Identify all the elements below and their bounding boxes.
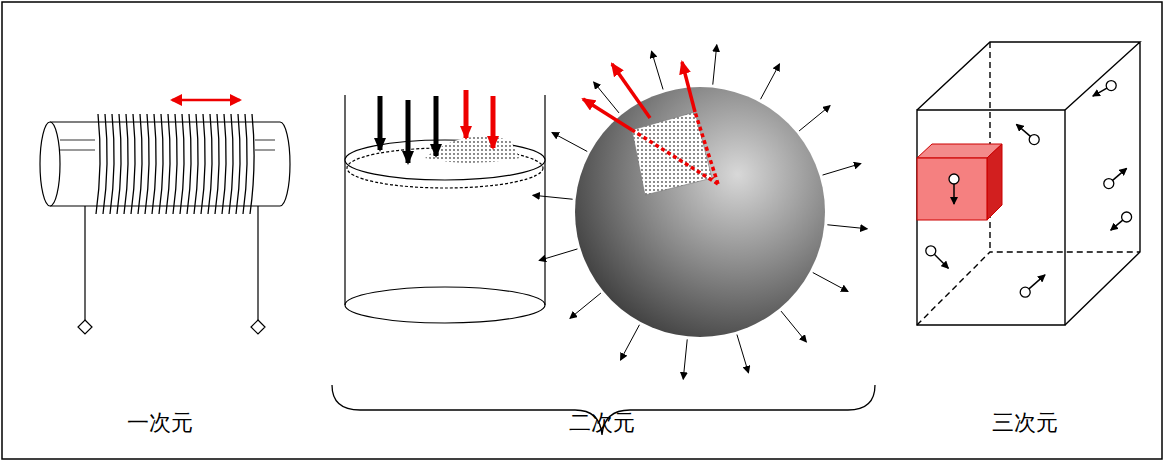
- surface-force-arrows: [583, 62, 718, 184]
- surface-patch: [632, 112, 712, 195]
- piston-cylinder: [345, 95, 545, 323]
- pressure-arrows: [380, 90, 493, 163]
- dimension-label: 一次元: [127, 408, 193, 438]
- dimension-label: 二次元: [569, 408, 635, 438]
- dimension-label: 三次元: [992, 408, 1058, 438]
- volume-element: [917, 144, 1002, 220]
- radial-arrows: [533, 45, 867, 379]
- gas-cube: [917, 42, 1140, 325]
- sphere: [575, 87, 825, 337]
- molecules: [926, 81, 1132, 298]
- solenoid: [40, 114, 290, 334]
- motion-arrow: [172, 99, 240, 102]
